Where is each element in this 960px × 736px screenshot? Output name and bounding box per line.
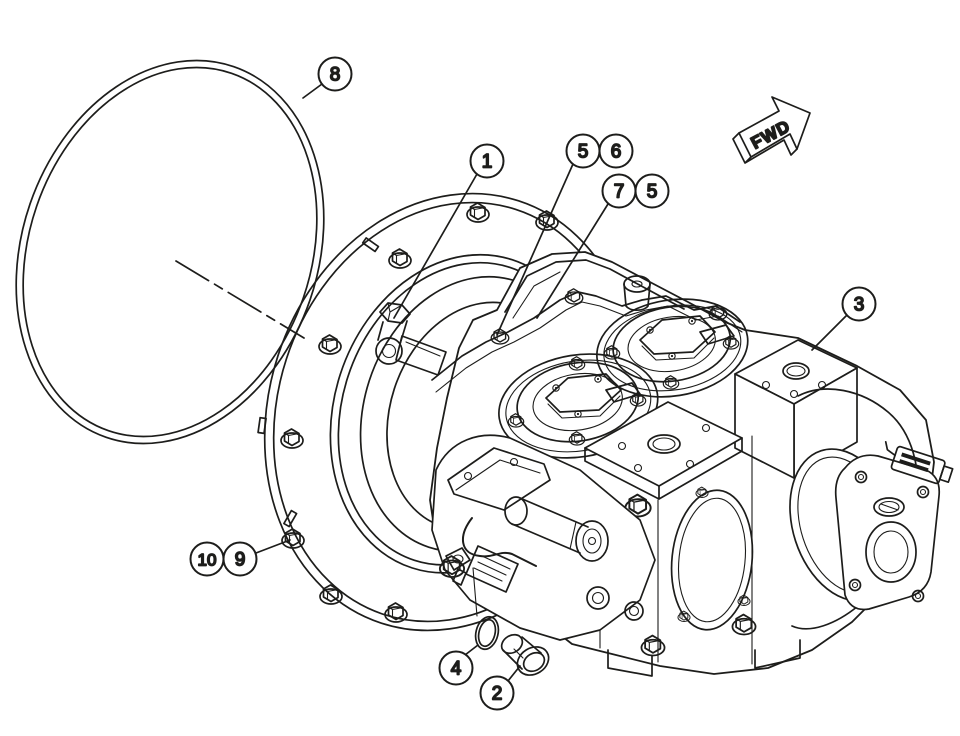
callout-leader-1 [393, 173, 478, 319]
drain-port [445, 547, 478, 617]
callout-leader-7 [536, 203, 609, 319]
callout-leader-2 [507, 665, 521, 682]
svg-text:3: 3 [854, 295, 865, 316]
svg-text:6: 6 [611, 142, 622, 163]
electrical-connector [884, 440, 954, 485]
callout-leader-8 [302, 83, 323, 99]
svg-text:2: 2 [492, 684, 503, 705]
top-cover-front [498, 353, 659, 459]
callout-leader-4 [464, 644, 479, 656]
housing-top-ridge [504, 259, 685, 319]
eyebolt [375, 302, 447, 376]
svg-text:10: 10 [198, 551, 217, 570]
callouts-layer: 8 1 5 6 7 5 3 10 9 4 2 [189, 56, 877, 711]
callout-9[interactable]: 9 [222, 539, 291, 577]
callout-7[interactable]: 7 [536, 173, 637, 319]
regulator-assembly [431, 434, 656, 641]
svg-text:8: 8 [330, 65, 341, 86]
svg-text:5: 5 [578, 142, 589, 163]
callout-4[interactable]: 4 [438, 644, 479, 686]
svg-text:5: 5 [647, 182, 658, 203]
callout-leader-9 [255, 539, 291, 554]
manifold-plate [584, 401, 743, 500]
centerline [175, 260, 305, 339]
svg-text:4: 4 [451, 659, 462, 680]
callout-leader-5 [496, 163, 574, 336]
o-ring-small [474, 615, 500, 651]
callout-8[interactable]: 8 [302, 56, 353, 99]
callout-2[interactable]: 2 [479, 665, 521, 711]
svg-text:9: 9 [235, 550, 246, 571]
o-ring-seal-large [15, 59, 325, 445]
callout-5-b[interactable]: 5 [634, 173, 670, 209]
fwd-arrow: FWD [732, 96, 811, 164]
gear-pump [789, 388, 941, 630]
oval-side-cover [670, 489, 754, 631]
svg-text:1: 1 [482, 152, 493, 173]
callout-1[interactable]: 1 [393, 143, 505, 319]
drain-plug [500, 633, 550, 676]
callout-10[interactable]: 10 [189, 541, 225, 577]
callout-3[interactable]: 3 [811, 286, 877, 351]
top-cover-rear [596, 298, 749, 398]
callout-6[interactable]: 6 [598, 133, 634, 169]
cylindrical-boss [623, 275, 651, 312]
callout-leader-3 [811, 314, 848, 351]
svg-text:7: 7 [614, 182, 625, 203]
